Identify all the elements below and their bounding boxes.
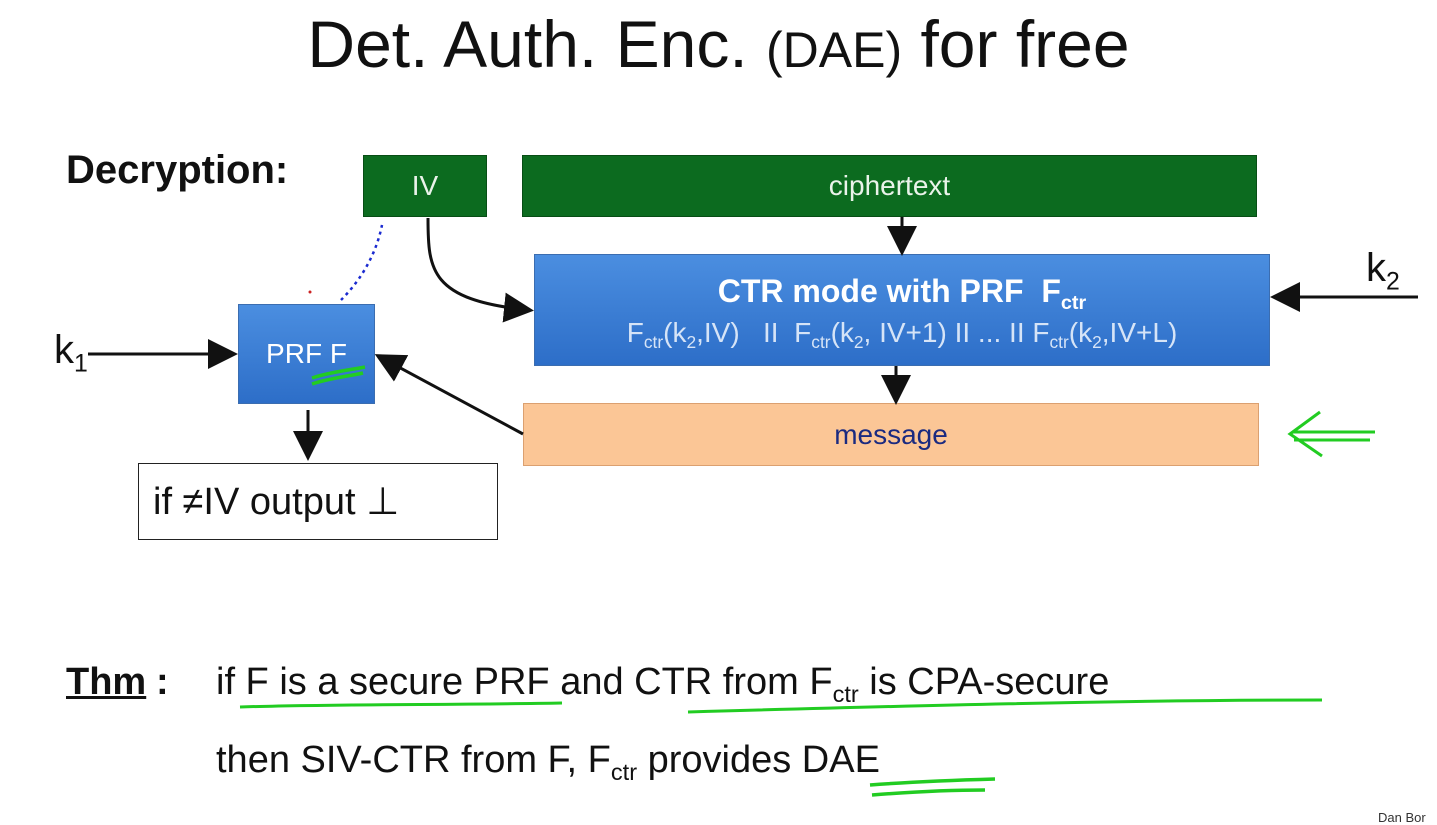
formula-part2: (k <box>830 317 854 348</box>
formula-part3: (k <box>1068 317 1093 348</box>
annotation-green-underline-prf-secure <box>239 701 563 709</box>
formula-f3: F <box>1032 317 1050 348</box>
message-label: message <box>834 418 948 450</box>
ciphertext-label: ciphertext <box>828 170 951 201</box>
ctr-mode-box: CTR mode with PRF Fctr Fctr(k2,IV) II Fc… <box>534 254 1270 366</box>
key2-label: k2 <box>1366 244 1400 295</box>
ciphertext-box: ciphertext <box>522 155 1257 217</box>
formula-sub-ctr2: ctr <box>811 332 831 353</box>
theorem-line2: then SIV-CTR from F, Fctr provides DAE <box>216 736 880 784</box>
key1-letter: k <box>54 328 74 372</box>
author-credit: Dan Bor <box>1378 810 1426 825</box>
title-part1: Det. Auth. Enc. <box>307 7 748 81</box>
theorem-colon: : <box>156 661 169 703</box>
theorem-label-text: Thm <box>66 661 147 703</box>
theorem-label: Thm <box>66 658 146 706</box>
ctr-title-sub: ctr <box>1060 291 1087 314</box>
formula-part2b: , IV+1) <box>863 317 947 348</box>
annotation-green-arrow <box>1287 410 1375 458</box>
formula-sub-ctr1: ctr <box>643 332 664 353</box>
formula-f2: F <box>794 317 812 348</box>
arrow-iv-to-ctr <box>426 217 534 323</box>
title-acronym: (DAE) <box>766 22 903 78</box>
formula-part3b: ,IV+L) <box>1101 317 1178 348</box>
key1-label: k1 <box>54 326 88 377</box>
theorem-line1-sub: ctr <box>832 681 859 708</box>
ctr-keystream-formula: Fctr(k2,IV) II Fctr(k2, IV+1) II ... II … <box>627 315 1178 351</box>
ctr-title-text: CTR mode with PRF <box>717 273 1024 309</box>
arrow-message-to-prf <box>374 354 524 436</box>
annotation-green-underline-dae <box>869 777 996 797</box>
output-check-label: if ≠IV output ⊥ <box>153 481 400 523</box>
theorem-line2-sub: ctr <box>610 759 638 786</box>
prf-func: F <box>329 338 347 369</box>
formula-sep2: II ... II <box>954 317 1025 348</box>
annotation-blue-dotted <box>340 224 384 301</box>
annotation-red-dot <box>308 290 312 294</box>
key1-sub: 1 <box>74 350 88 378</box>
theorem-line1-b: is CPA-secure <box>858 661 1110 703</box>
theorem-line2-b: provides DAE <box>637 739 880 781</box>
theorem-line1-a: if F is a secure PRF and CTR from F <box>216 661 833 703</box>
formula-sub-k3: 2 <box>1092 332 1102 353</box>
ctr-mode-title: CTR mode with PRF Fctr <box>717 271 1087 314</box>
formula-sep1: II <box>763 317 779 348</box>
key2-sub: 2 <box>1386 268 1400 296</box>
section-label: Decryption: <box>66 148 289 192</box>
formula-sub-k2: 2 <box>853 332 864 353</box>
annotation-green-underline-cpa <box>687 698 1323 714</box>
annotation-green-underline-prf <box>311 365 366 386</box>
formula-part1: (k <box>663 317 687 348</box>
iv-box: IV <box>363 155 487 217</box>
output-check-box: if ≠IV output ⊥ <box>138 463 498 540</box>
iv-label: IV <box>411 170 439 201</box>
prf-box: PRF F <box>238 304 375 404</box>
theorem-line1: if F is a secure PRF and CTR from Fctr i… <box>216 658 1109 706</box>
ctr-title-func: F <box>1041 273 1061 309</box>
key2-letter: k <box>1366 246 1386 290</box>
slide-title: Det. Auth. Enc. (DAE) for free <box>0 4 1437 90</box>
prf-label: PRF <box>266 338 323 369</box>
formula-sub-k1: 2 <box>686 332 697 353</box>
formula-f1: F <box>626 317 644 348</box>
title-part2: for free <box>920 7 1130 81</box>
formula-sub-ctr3: ctr <box>1049 332 1069 353</box>
theorem-line2-a: then SIV-CTR from F, F <box>216 739 611 781</box>
formula-part1b: ,IV) <box>696 317 740 348</box>
